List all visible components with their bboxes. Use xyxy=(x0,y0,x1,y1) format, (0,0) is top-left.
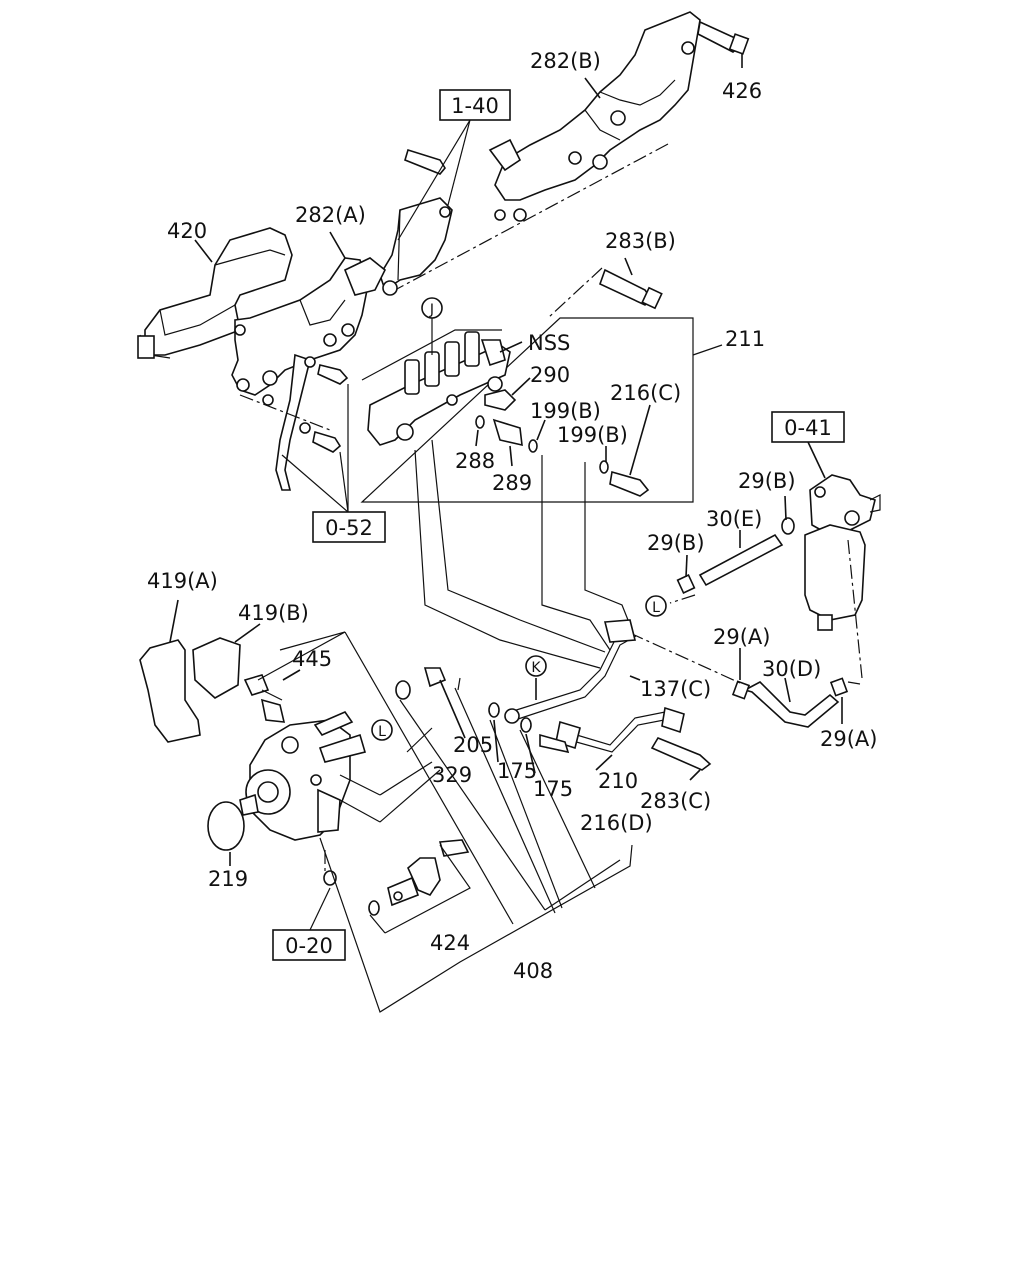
label-210: 210 xyxy=(598,769,638,793)
linkage-0-52 xyxy=(275,353,349,491)
label-199b-2: 199(B) xyxy=(557,423,628,447)
label-329: 329 xyxy=(432,763,472,787)
bolt-283b xyxy=(599,268,663,310)
label-205: 205 xyxy=(453,733,493,757)
marker-l-pump: L xyxy=(371,719,393,741)
fuel-filter xyxy=(804,474,881,631)
label-29b-2: 29(B) xyxy=(647,531,705,555)
bolt-426 xyxy=(697,20,750,55)
fittings-205-175 xyxy=(395,667,570,754)
ref-box-0-20: 0-20 xyxy=(272,929,346,961)
label-288: 288 xyxy=(455,449,495,473)
cover-419a xyxy=(139,639,201,743)
svg-text:L: L xyxy=(378,724,386,740)
label-283c: 283(C) xyxy=(640,789,711,813)
svg-text:K: K xyxy=(531,660,541,676)
label-29a-2: 29(A) xyxy=(820,727,877,751)
label-nss: NSS xyxy=(528,331,570,355)
svg-text:0-20: 0-20 xyxy=(285,934,333,958)
ref-box-0-52: 0-52 xyxy=(312,511,386,543)
label-424: 424 xyxy=(430,931,470,955)
label-216d: 216(D) xyxy=(580,811,653,835)
label-211: 211 xyxy=(725,327,765,351)
label-426: 426 xyxy=(722,79,762,103)
sensor-289 xyxy=(475,415,538,453)
label-30d: 30(D) xyxy=(762,657,821,681)
bolt-216c xyxy=(599,460,650,497)
label-29b-1: 29(B) xyxy=(738,469,796,493)
label-283b: 283(B) xyxy=(605,229,676,253)
label-419a: 419(A) xyxy=(147,569,218,593)
label-199b-1: 199(B) xyxy=(530,399,601,423)
oring-219 xyxy=(207,801,245,851)
label-445: 445 xyxy=(292,647,332,671)
ref-box-0-41: 0-41 xyxy=(771,411,845,443)
bracket-282a xyxy=(231,257,387,406)
cover-419b xyxy=(192,637,241,699)
supply-pump xyxy=(239,711,367,841)
marker-k: K xyxy=(525,655,547,677)
bolt-283c xyxy=(650,737,712,771)
pipe-137c xyxy=(504,619,637,724)
label-420: 420 xyxy=(167,219,207,243)
ref-box-1-40: 1-40 xyxy=(439,89,511,121)
hose-30e xyxy=(676,517,795,594)
svg-text:J: J xyxy=(429,302,434,318)
common-rail xyxy=(367,331,517,446)
bracket-282b xyxy=(488,11,701,222)
label-175-2: 175 xyxy=(533,777,573,801)
label-408: 408 xyxy=(513,959,553,983)
label-29a-1: 29(A) xyxy=(713,625,770,649)
label-282b: 282(B) xyxy=(530,49,601,73)
label-419b: 419(B) xyxy=(238,601,309,625)
cover-420 xyxy=(137,227,293,359)
hose-30d xyxy=(731,677,849,728)
label-290: 290 xyxy=(530,363,570,387)
label-175-1: 175 xyxy=(497,759,537,783)
label-30e: 30(E) xyxy=(706,507,762,531)
label-216c: 216(C) xyxy=(610,381,681,405)
svg-text:0-52: 0-52 xyxy=(325,516,373,540)
marker-j: J xyxy=(421,297,443,355)
svg-text:L: L xyxy=(652,600,660,616)
svg-text:0-41: 0-41 xyxy=(784,416,832,440)
marker-l-filter: L xyxy=(645,595,667,617)
label-219: 219 xyxy=(208,867,248,891)
label-137c: 137(C) xyxy=(640,677,711,701)
label-282a: 282(A) xyxy=(295,203,366,227)
svg-text:1-40: 1-40 xyxy=(451,94,499,118)
label-289: 289 xyxy=(492,471,532,495)
bolt-group-1-40 xyxy=(379,148,453,296)
valve-424 xyxy=(368,839,470,916)
